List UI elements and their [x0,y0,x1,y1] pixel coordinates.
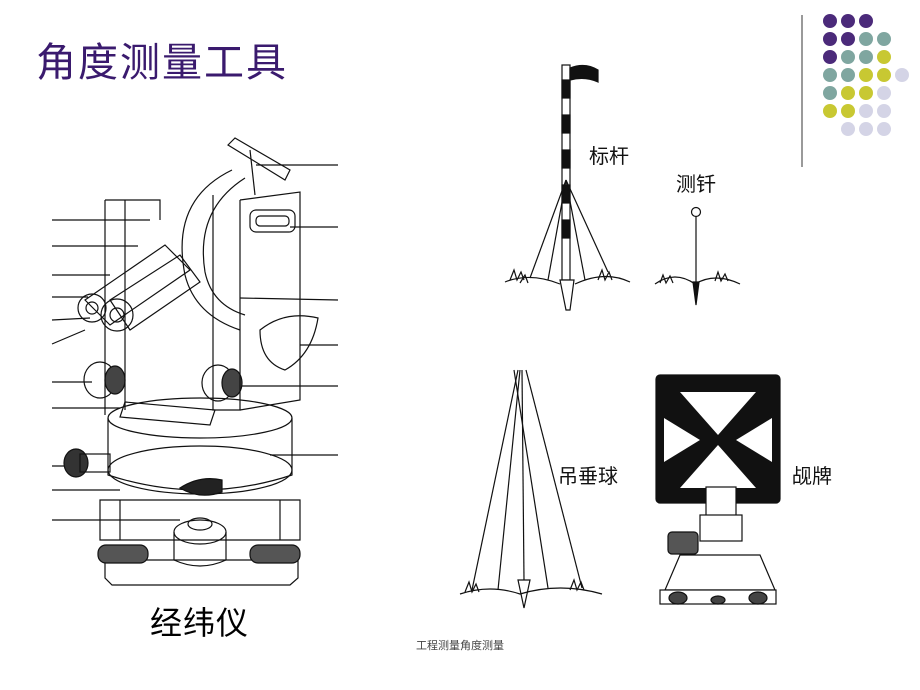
decor-dot [823,68,837,82]
target-label: 觇牌 [792,464,832,488]
decor-dot [859,122,873,136]
decor-dot [841,122,855,136]
decor-dot [841,104,855,118]
decor-dot [841,68,855,82]
survey-pin-label: 测钎 [676,172,716,196]
decor-dot [895,68,909,82]
decor-dot [859,104,873,118]
slide-title: 角度测量工具 [36,40,288,86]
decor-dot [859,32,873,46]
decor-dot [823,104,837,118]
decor-divider [801,15,803,167]
range-pole-label: 标杆 [589,144,629,168]
decor-dot [877,86,891,100]
decor-dot [859,86,873,100]
slide-footer: 工程测量角度测量 [416,639,504,652]
decor-dot [841,32,855,46]
decor-dot [859,14,873,28]
decor-dot [841,50,855,64]
decor-dot [877,68,891,82]
decor-dot [859,50,873,64]
decor-dot [841,14,855,28]
decor-dot [859,68,873,82]
decor-dot [877,32,891,46]
decor-dot [823,32,837,46]
decor-dot [823,86,837,100]
decor-dot [877,50,891,64]
decor-dot [823,50,837,64]
decor-dot [877,104,891,118]
decor-dot [823,14,837,28]
decor-dot [841,86,855,100]
plumb-bob-label: 吊垂球 [558,464,618,488]
theodolite-caption: 经纬仪 [150,604,250,642]
decor-dot [877,122,891,136]
